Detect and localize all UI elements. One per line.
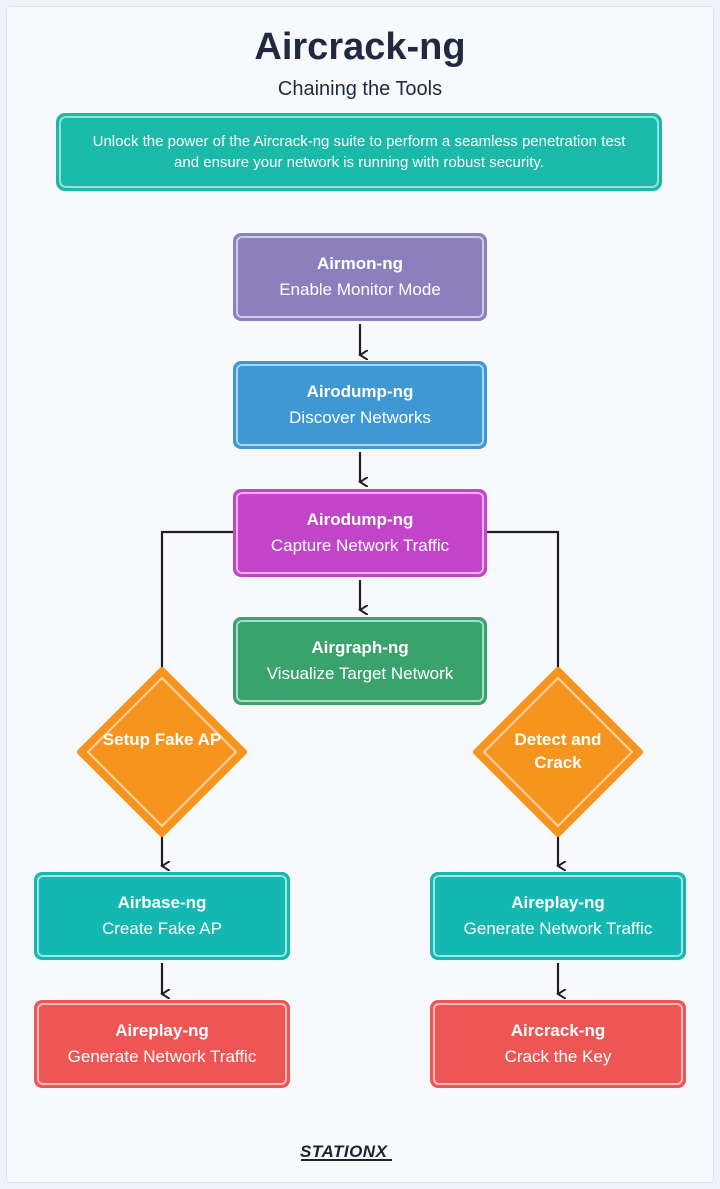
node-aireplay-right-title: Aireplay-ng	[511, 893, 605, 912]
node-airmon-title: Airmon-ng	[317, 254, 403, 273]
logo-wordmark: STATIONX	[300, 1142, 389, 1161]
node-aircrack-desc: Crack the Key	[504, 1047, 612, 1066]
node-airodump-capture: Airodump-ng Capture Network Traffic	[233, 489, 487, 577]
decision-detect-crack-shape	[473, 667, 643, 837]
node-airodump-discover-desc: Discover Networks	[289, 408, 431, 427]
decision-detect-crack-label: Detect and Crack	[514, 730, 602, 772]
node-airgraph-desc: Visualize Target Network	[266, 664, 454, 683]
node-airgraph-title: Airgraph-ng	[311, 638, 409, 657]
node-airodump-capture-title: Airodump-ng	[306, 510, 414, 529]
intro-text: Unlock the power of the Aircrack-ng suit…	[59, 116, 659, 188]
intro-banner: Unlock the power of the Aircrack-ng suit…	[56, 113, 662, 191]
page-subtitle: Chaining the Tools	[277, 78, 443, 100]
node-airbase-desc: Create Fake AP	[101, 919, 222, 938]
node-airbase-title: Airbase-ng	[117, 893, 207, 912]
node-airodump-discover-title: Airodump-ng	[306, 382, 414, 401]
node-airmon-desc: Enable Monitor Mode	[279, 280, 441, 299]
node-aireplay-left: Aireplay-ng Generate Network Traffic	[34, 1000, 290, 1088]
node-airmon: Airmon-ng Enable Monitor Mode	[233, 233, 487, 321]
node-aireplay-left-title: Aireplay-ng	[115, 1021, 209, 1040]
node-airgraph: Airgraph-ng Visualize Target Network	[233, 617, 487, 705]
page-title: Aircrack-ng	[254, 26, 466, 68]
stationx-logo: STATIONX	[300, 1138, 420, 1164]
node-aireplay-right: Aireplay-ng Generate Network Traffic	[430, 872, 686, 960]
decision-fake-ap-shape	[77, 667, 247, 837]
node-airodump-capture-desc: Capture Network Traffic	[270, 536, 450, 555]
node-aireplay-right-desc: Generate Network Traffic	[463, 919, 653, 938]
decision-fake-ap-label: Setup Fake AP	[102, 730, 222, 749]
branch-right-line	[486, 530, 560, 670]
node-airbase: Airbase-ng Create Fake AP	[34, 872, 290, 960]
node-aircrack: Aircrack-ng Crack the Key	[430, 1000, 686, 1088]
branch-left-line	[160, 530, 234, 670]
node-airodump-discover: Airodump-ng Discover Networks	[233, 361, 487, 449]
node-aireplay-left-desc: Generate Network Traffic	[67, 1047, 257, 1066]
node-aircrack-title: Aircrack-ng	[510, 1021, 606, 1040]
